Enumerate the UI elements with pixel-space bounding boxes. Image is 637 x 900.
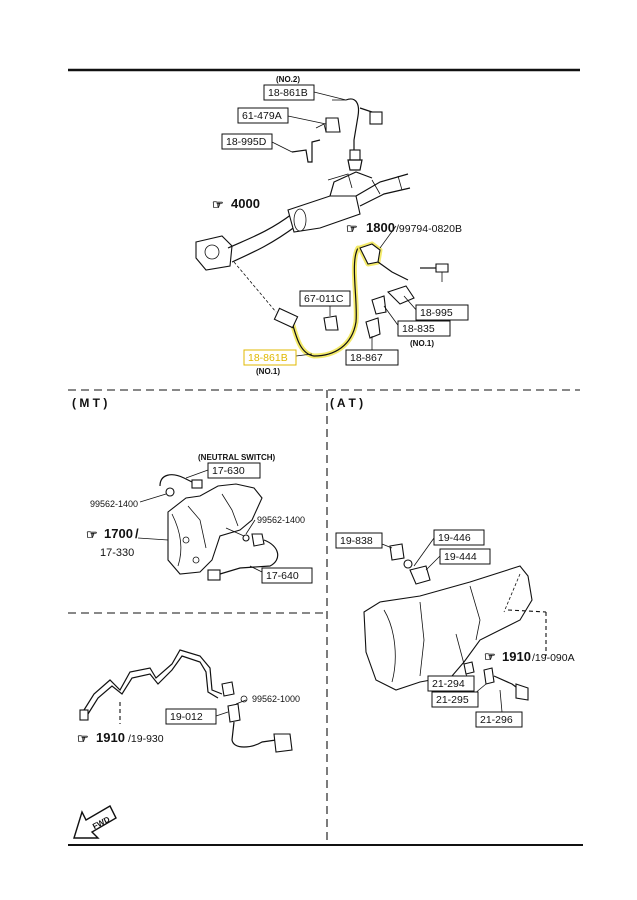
box-17-640 <box>261 567 313 584</box>
box-18-867 <box>345 349 399 366</box>
top-leader-lines <box>271 91 419 357</box>
part-19-838[interactable]: 19-838 <box>340 535 373 547</box>
box-21-295 <box>431 691 479 708</box>
part-19-446[interactable]: 19-446 <box>438 532 471 544</box>
backup-switch-harness <box>207 527 279 581</box>
box-19-838 <box>335 532 383 549</box>
part-67-011c[interactable]: 67-011C <box>304 293 344 305</box>
book-icon-4000: ☞ <box>212 197 224 212</box>
box-18-995 <box>415 304 469 321</box>
box-18-861b-top <box>263 84 315 101</box>
book-icon-1700: ☞ <box>86 527 98 542</box>
box-19-444 <box>439 548 491 565</box>
ref-1910-at[interactable]: 1910 <box>502 649 531 664</box>
extension-harness-drawing <box>79 649 293 753</box>
at-switch-parts-drawing <box>381 537 529 713</box>
part-18-995d[interactable]: 18-995D <box>226 136 267 148</box>
at-section-title: ( A T ) <box>330 396 363 410</box>
bracket-18-995d-drawing <box>291 139 321 163</box>
part-19-012[interactable]: 19-012 <box>170 711 203 723</box>
part-18-835[interactable]: 18-835 <box>402 323 435 335</box>
bolt-1800-drawing <box>420 263 449 282</box>
box-21-294 <box>427 675 475 692</box>
leader-99562-b <box>245 519 256 535</box>
ref-1910-mt-suffix: /19-930 <box>128 733 164 745</box>
part-99562-1400-b[interactable]: 99562-1400 <box>257 515 305 525</box>
ref-1700[interactable]: 1700 <box>104 526 133 541</box>
label-no2: (NO.2) <box>276 75 300 84</box>
part-18-861b-bottom[interactable]: 18-861B <box>248 352 288 364</box>
label-no1-left: (NO.1) <box>256 367 280 376</box>
grommet-18-867-drawing <box>365 317 381 339</box>
part-17-640[interactable]: 17-640 <box>266 570 299 582</box>
neutral-switch-drawing <box>139 474 203 503</box>
label-neutral-switch: (NEUTRAL SWITCH) <box>198 453 276 462</box>
box-18-995d <box>221 133 273 150</box>
ref-4000[interactable]: 4000 <box>231 196 260 211</box>
exhaust-pipe-drawing <box>195 171 411 271</box>
part-21-296[interactable]: 21-296 <box>480 714 513 726</box>
oxygen-sensor-no1-harness <box>233 241 409 359</box>
box-17-630 <box>207 462 261 479</box>
part-17-630[interactable]: 17-630 <box>212 465 245 477</box>
part-99562-1400-a[interactable]: 99562-1400 <box>90 499 138 509</box>
part-17-330[interactable]: 17-330 <box>100 547 134 559</box>
box-18-835 <box>397 320 451 337</box>
part-18-995[interactable]: 18-995 <box>420 307 453 319</box>
fwd-arrow-icon: FWD <box>73 805 117 839</box>
manual-transmission-drawing <box>167 483 263 575</box>
book-icon-1910-mt: ☞ <box>77 731 89 746</box>
clip-18-835-drawing <box>371 295 387 315</box>
label-no1-right: (NO.1) <box>410 339 434 348</box>
part-21-295[interactable]: 21-295 <box>436 694 469 706</box>
clip-67-011c-drawing <box>323 315 339 331</box>
box-19-446 <box>433 529 485 546</box>
ref-1700-slash: / <box>135 526 139 541</box>
part-18-861b-top[interactable]: 18-861B <box>268 87 308 99</box>
box-21-296 <box>475 711 523 728</box>
oxygen-sensor-no2 <box>315 98 383 171</box>
mt-section-title: ( M T ) <box>72 396 107 410</box>
part-61-479a[interactable]: 61-479A <box>242 110 282 122</box>
box-18-861b-bottom <box>243 349 297 366</box>
ref-1910-mt[interactable]: 1910 <box>96 730 125 745</box>
box-67-011c <box>299 290 351 307</box>
washer-icon-99562-1000 <box>240 695 248 703</box>
part-19-444[interactable]: 19-444 <box>444 551 477 563</box>
leader-17-640 <box>249 565 263 573</box>
leader-1700 <box>137 537 169 541</box>
ref-1800-suffix: /99794-0820B <box>396 223 462 235</box>
automatic-transmission-drawing <box>363 565 547 691</box>
ref-1910-at-suffix: /19-090A <box>532 652 575 664</box>
bracket-18-995-drawing <box>386 285 415 305</box>
box-61-479a <box>237 107 289 124</box>
leader-17-630 <box>185 469 209 479</box>
book-icon-1800: ☞ <box>346 221 358 236</box>
ref-1800[interactable]: 1800 <box>366 220 395 235</box>
part-21-294[interactable]: 21-294 <box>432 678 465 690</box>
part-18-867[interactable]: 18-867 <box>350 352 383 364</box>
book-icon-1910-at: ☞ <box>484 649 496 664</box>
part-99562-1000[interactable]: 99562-1000 <box>252 694 300 704</box>
box-19-012 <box>165 708 217 725</box>
